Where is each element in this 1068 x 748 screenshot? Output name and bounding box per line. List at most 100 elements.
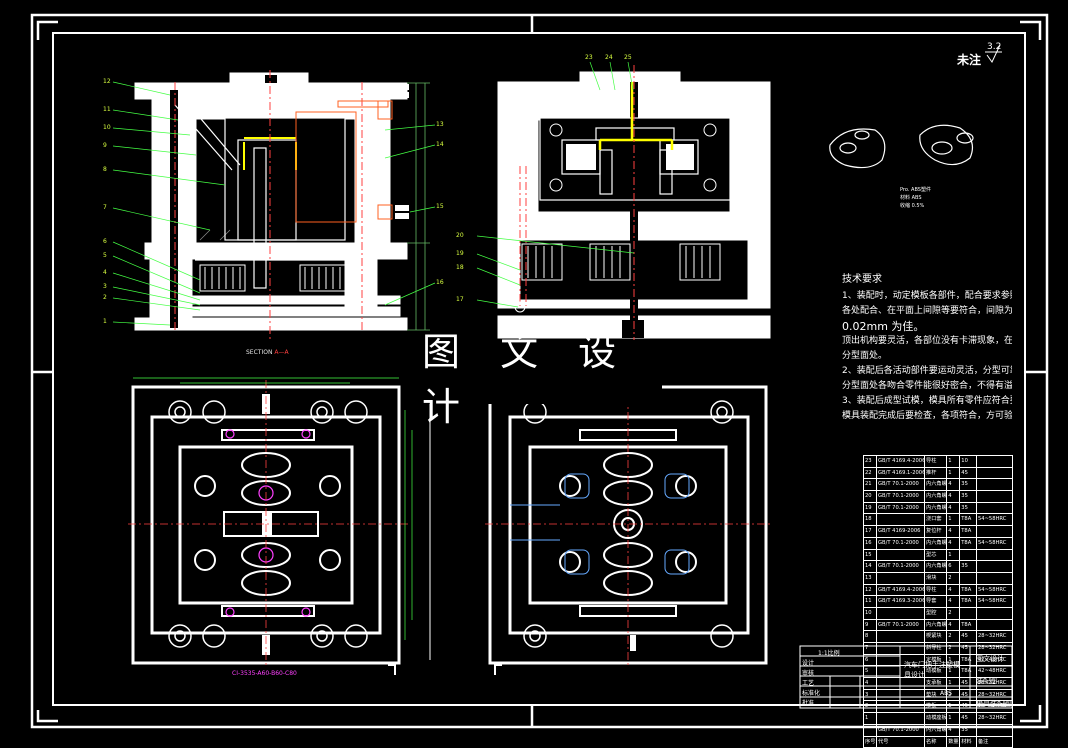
bom-cell: 5 — [864, 666, 878, 678]
bom-cell: GB/T 4169-2006 — [877, 526, 925, 537]
bom-cell: 1 — [947, 467, 961, 479]
bom-cell — [877, 631, 925, 642]
bom-cell: 28~32HRC — [977, 713, 1013, 724]
product-labels: Pro. ABS塑件 材料 ABS 收缩 0.5% — [900, 186, 931, 210]
bom-cell: 2 — [947, 643, 961, 654]
unspecified-roughness-label: 未注 — [957, 53, 982, 67]
bom-cell: 19 — [864, 502, 878, 514]
part-number: 5 — [103, 252, 107, 259]
part-number: 20 — [456, 232, 464, 239]
bom-cell: 内六角螺钉 — [925, 502, 948, 514]
bom-cell: 定模板 — [925, 654, 948, 666]
title-scale: 1:1比例 — [818, 650, 840, 657]
bom-cell: 2 — [947, 572, 961, 584]
bom-cell: T8A — [960, 537, 977, 549]
bom-cell: 内六角螺钉 — [925, 537, 948, 549]
bom-cell: 1 — [947, 654, 961, 666]
title-subtitle: 具设计 — [904, 671, 925, 679]
bom-cell — [977, 619, 1013, 631]
section-label-name: A—A — [274, 349, 289, 356]
part-number: 6 — [103, 238, 107, 245]
bom-cell: 35 — [960, 491, 977, 502]
note-line: 2、装配后各活动部件要运动灵活，分型可靠。 — [842, 366, 1012, 376]
part-number: 8 — [103, 166, 107, 173]
bom-cell: 42~48HRC — [977, 654, 1013, 666]
bom-cell — [877, 607, 925, 619]
bom-cell: GB/T 70.1-2000 — [877, 619, 925, 631]
bom-cell: 13 — [864, 572, 878, 584]
bom-cell: 4 — [947, 537, 961, 549]
bom-cell: 17 — [864, 526, 878, 537]
note-line: 分型面处各吻合零件能很好密合，不得有溢料等缺陷。 — [842, 381, 1012, 391]
part-number: 19 — [456, 250, 464, 257]
section-view-left — [112, 70, 436, 340]
bom-cell — [877, 572, 925, 584]
bom-cell: 28~32HRC — [977, 643, 1013, 654]
bom-cell — [877, 701, 925, 713]
bom-cell: 10 — [960, 456, 977, 467]
bom-cell — [877, 666, 925, 678]
bom-cell: 21 — [864, 479, 878, 491]
bom-cell: 复位杆 — [925, 526, 948, 537]
title-sheet: 模具装配图 — [976, 700, 1011, 708]
bom-cell — [977, 572, 1013, 584]
bom-cell — [877, 643, 925, 654]
bom-cell: 23 — [864, 456, 878, 467]
bom-cell: 型芯 — [925, 549, 948, 561]
part-number: 15 — [436, 203, 444, 210]
bom-cell: 4 — [947, 596, 961, 607]
bom-cell: 代号 — [877, 736, 925, 748]
bom-cell: T8A — [960, 619, 977, 631]
title-school: 图文设计 — [976, 655, 1004, 663]
outer-frame — [30, 13, 1049, 729]
bom-cell: 楔紧块 — [925, 631, 948, 642]
bom-cell: 45 — [960, 678, 977, 689]
bom-cell: 11 — [864, 596, 878, 607]
bom-cell: 材料 — [960, 736, 977, 748]
bom-cell: 45 — [960, 631, 977, 642]
bom-cell: T8A — [960, 666, 977, 678]
bom-cell: 28~32HRC — [977, 701, 1013, 713]
bom-cell: 28~32HRC — [977, 631, 1013, 642]
bom-cell: 1 — [947, 713, 961, 724]
bom-cell: 4 — [947, 502, 961, 514]
bom-cell — [977, 526, 1013, 537]
bom-cell: 4 — [864, 678, 878, 689]
bom-cell: 18 — [864, 514, 878, 526]
bom-cell — [960, 607, 977, 619]
bom-cell: 20 — [864, 491, 878, 502]
bom-cell: 10 — [864, 607, 878, 619]
bom-cell: 支承板 — [925, 678, 948, 689]
bom-cell: 1 — [947, 514, 961, 526]
bom-cell: 2 — [864, 701, 878, 713]
product-sketch — [829, 124, 974, 169]
section-label-prefix: SECTION — [246, 349, 273, 356]
bom-cell: 3 — [864, 689, 878, 701]
product-label: Pro. ABS塑件 — [900, 187, 931, 193]
title-label: 标准化 — [802, 690, 821, 697]
bom-cell: 6 — [864, 654, 878, 666]
bom-cell — [864, 724, 878, 736]
bom-cell: 推板 — [925, 701, 948, 713]
bom-cell: 1 — [947, 666, 961, 678]
section-label: SECTION A—A — [246, 349, 289, 356]
bom-cell: GB/T 4169.4-2006 — [877, 456, 925, 467]
bom-cell: 备注 — [977, 736, 1013, 748]
bom-cell: GB/T 70.1-2000 — [877, 724, 925, 736]
bom-cell — [977, 549, 1013, 561]
bom-cell: 8 — [864, 631, 878, 642]
title-label: 设计 — [802, 660, 815, 667]
note-line: 0.02mm 为佳。 — [842, 320, 925, 333]
bom-cell: 动模板 — [925, 666, 948, 678]
bom-cell — [877, 713, 925, 724]
